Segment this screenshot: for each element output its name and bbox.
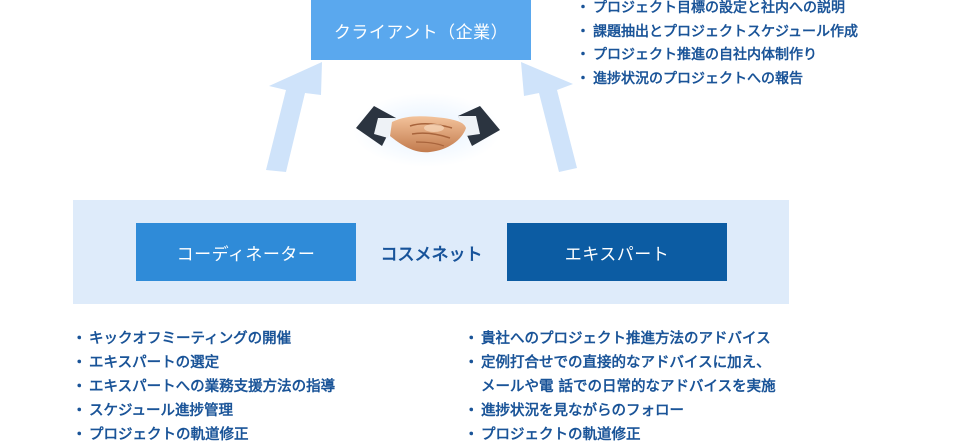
list-item: エキスパートへの業務支援方法の指導 [72,375,335,399]
list-item: 進捗状況のプロジェクトへの報告 [576,68,858,92]
coordinator-task-list: キックオフミーティングの開催 エキスパートの選定 エキスパートへの業務支援方法の… [72,327,335,443]
list-item: 定例打合せでの直接的なアドバイスに加え、 [464,351,776,375]
list-item: スケジュール進捗管理 [72,399,335,423]
expert-box: エキスパート [507,223,727,281]
expert-label: エキスパート [564,244,670,265]
coordinator-label: コーディネーター [176,244,316,265]
list-item: 進捗状況を見ながらのフォロー [464,399,776,423]
right-up-arrow-icon [521,62,577,172]
client-task-list: プロジェクト目標の設定と社内への説明 課題抽出とプロジェクトスケジュール作成 プ… [576,0,858,92]
coordinator-box: コーディネーター [136,223,356,281]
left-up-arrow-icon [266,62,322,172]
list-item: 課題抽出とプロジェクトスケジュール作成 [576,21,858,45]
list-item: プロジェクトの軌道修正 [464,423,776,443]
handshake-icon [353,93,501,167]
list-item: プロジェクトの軌道修正 [72,423,335,443]
client-label: クライアント（企業） [333,22,509,43]
list-item-continuation: メールや電 話での日常的なアドバイスを実施 [481,379,776,395]
list-item: プロジェクト目標の設定と社内への説明 [576,0,858,21]
cosmenet-label: コスメネット [356,223,507,281]
list-item: キックオフミーティングの開催 [72,327,335,351]
list-item: エキスパートの選定 [72,351,335,375]
list-item: プロジェクト推進の自社内体制作り [576,44,858,68]
cosmenet-text: コスメネット [380,244,483,265]
client-box: クライアント（企業） [311,0,531,60]
expert-task-list: 貴社へのプロジェクト推進方法のアドバイス 定例打合せでの直接的なアドバイスに加え… [464,327,776,443]
list-item: 貴社へのプロジェクト推進方法のアドバイス [464,327,776,351]
